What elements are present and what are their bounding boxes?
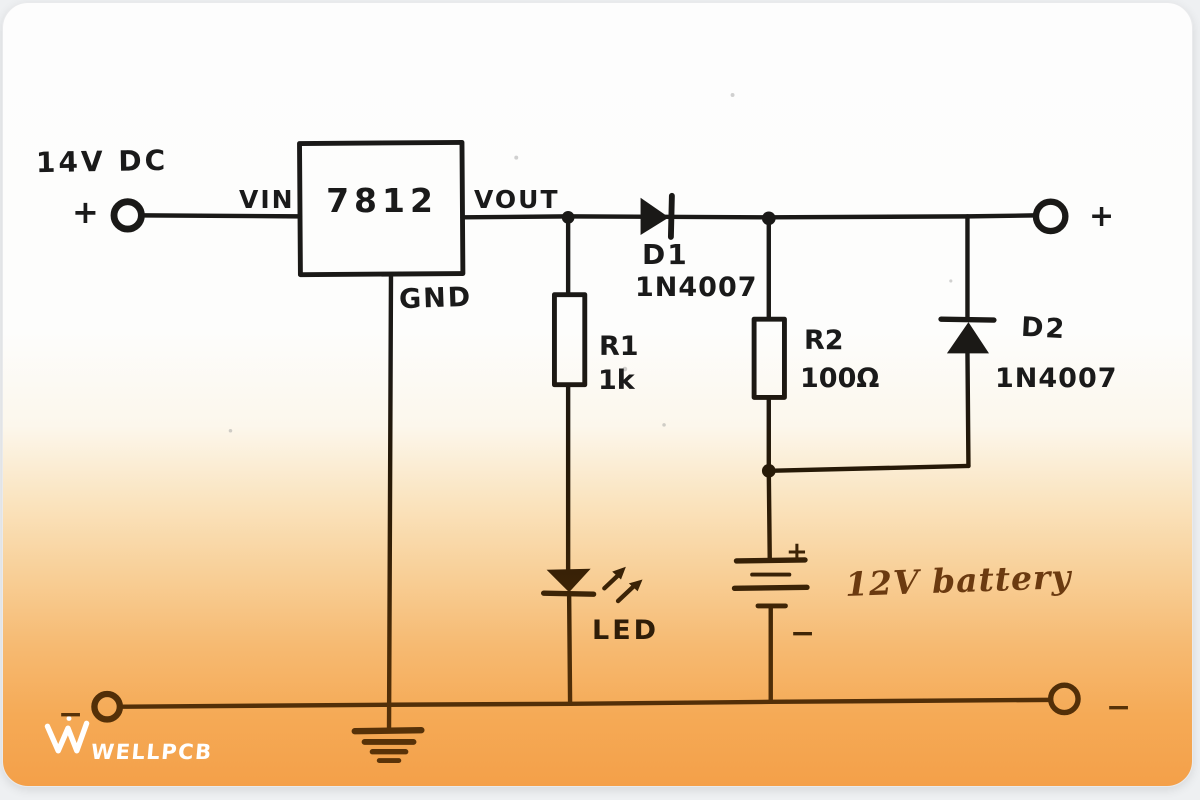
battery-minus-sign: − — [790, 616, 816, 651]
input-voltage-label: 14V DC — [35, 143, 169, 180]
pin-gnd-label: GND — [398, 281, 473, 316]
battery-label: 12V battery — [844, 557, 1073, 604]
r1-value-label: 1k — [598, 365, 635, 396]
output-plus-sign: + — [1089, 199, 1115, 234]
r2-name-label: R2 — [804, 325, 844, 356]
led-label: LED — [592, 615, 660, 646]
regulator-part-label: 7812 — [326, 181, 438, 220]
input-wire — [141, 213, 303, 219]
d2-part-label: 1N4007 — [995, 363, 1118, 394]
d1-name-label: D1 — [642, 238, 689, 271]
output-minus-terminal — [1047, 682, 1081, 716]
d2-wire-bottom — [965, 351, 971, 469]
led-light-arrows — [602, 566, 643, 604]
diode-d2-symbol — [938, 316, 997, 354]
ground-symbol — [351, 727, 425, 763]
pin-vout-label: VOUT — [474, 185, 560, 214]
input-plus-terminal — [110, 198, 145, 233]
gnd-wire — [386, 272, 394, 731]
output-minus-sign: − — [1106, 690, 1132, 725]
wellpcb-logo-text: WELLPCB — [89, 740, 214, 764]
wellpcb-logo-icon — [44, 716, 90, 754]
d1-part-label: 1N4007 — [635, 272, 758, 303]
input-minus-sign: − — [58, 697, 84, 732]
output-plus-terminal — [1032, 198, 1069, 235]
battery-symbol — [731, 557, 810, 609]
top-rail-wire — [460, 213, 1038, 220]
input-plus-sign: + — [72, 193, 99, 231]
resistor-r1-symbol — [551, 292, 588, 388]
circuit-drawing — [44, 93, 1081, 763]
pin-vin-label: VIN — [239, 185, 295, 214]
led-branch-wire-bottom — [566, 591, 573, 706]
diode-d1-symbol — [640, 192, 675, 240]
paper-card: 14V DC + VIN 7812 VOUT GND D1 1N4007 R1 … — [2, 2, 1193, 787]
regulator-7812-box — [297, 139, 466, 278]
battery-wire-top — [766, 468, 772, 563]
battery-plus-sign: + — [786, 537, 808, 567]
paper-specks — [228, 93, 953, 433]
r1-name-label: R1 — [599, 331, 639, 362]
bottom-rail-wire — [117, 697, 1053, 709]
d2-name-label: D2 — [1020, 311, 1067, 346]
input-minus-terminal — [91, 690, 124, 723]
resistor-r2-symbol — [751, 316, 787, 400]
r2-d2-link-wire — [766, 463, 971, 474]
led-symbol — [540, 568, 597, 597]
r2-value-label: 100Ω — [800, 363, 880, 394]
